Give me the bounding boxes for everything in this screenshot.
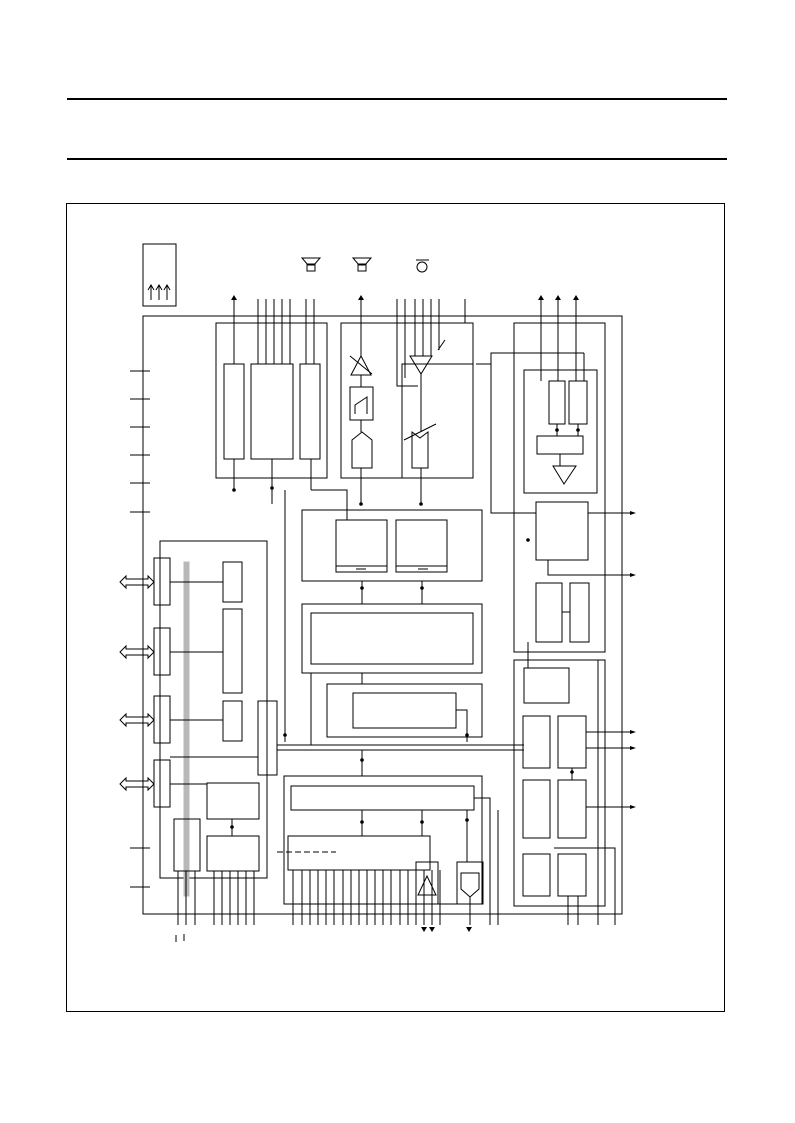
- amplifier-2: [409, 355, 433, 375]
- amplifier-3: [552, 465, 577, 485]
- io-block-3: [222, 700, 243, 742]
- overline-circle-icon: [416, 259, 429, 273]
- bottom-register: [290, 785, 475, 811]
- bottom-right-outer: [513, 659, 606, 907]
- filter-block: [349, 386, 374, 421]
- register-pair-frame: [301, 509, 483, 582]
- block-br5: [557, 779, 587, 839]
- block-br6: [522, 853, 551, 897]
- block-br1: [523, 667, 570, 704]
- block-r4: [535, 501, 589, 561]
- bottom-amp-box: [415, 861, 439, 905]
- register-left: [335, 519, 388, 573]
- io-port-2: [119, 627, 171, 676]
- speaker-icon: [351, 257, 373, 272]
- io-block-5: [206, 835, 260, 872]
- io-block-1: [222, 561, 243, 603]
- memory-core: [352, 692, 457, 729]
- block-br3: [557, 715, 587, 769]
- switch-block: [401, 363, 474, 479]
- block-r1: [548, 380, 566, 425]
- figure-frame: [66, 203, 725, 1012]
- converter-1: [351, 431, 373, 469]
- bottom-decoder: [287, 835, 431, 871]
- header-rule-bottom: [67, 158, 727, 160]
- block-br7: [557, 853, 587, 897]
- block-r5: [535, 582, 563, 643]
- processor-frame: [301, 603, 483, 674]
- io-port-3: [119, 695, 171, 744]
- speaker-icon: [300, 257, 322, 272]
- io-block-6: [173, 818, 201, 872]
- block-r3: [536, 435, 584, 455]
- block-a2: [250, 363, 294, 460]
- block-a1: [223, 363, 245, 460]
- io-bus-shade: [183, 561, 190, 897]
- top-left-group: [215, 322, 328, 479]
- io-port-1: [119, 557, 171, 606]
- register-right: [395, 519, 448, 573]
- block-a3: [299, 363, 321, 460]
- block-r6: [569, 582, 590, 643]
- internal-bus: [277, 744, 524, 751]
- io-block-4: [206, 782, 260, 820]
- io-group-frame: [159, 540, 268, 879]
- amplifier-4: [417, 874, 437, 896]
- io-port-4: [119, 759, 171, 808]
- io-block-2: [222, 608, 243, 694]
- processor-core: [310, 612, 474, 665]
- block-br2: [522, 715, 551, 769]
- bus-bridge: [257, 700, 278, 776]
- memory-frame: [326, 683, 483, 738]
- header-rule-top: [67, 98, 727, 100]
- block-br4: [522, 779, 551, 839]
- arrow-triplet-icon: [142, 243, 177, 307]
- converter-3: [460, 872, 480, 898]
- top-right-inner: [523, 369, 598, 494]
- block-r2: [568, 380, 588, 425]
- converter-2: [411, 431, 429, 469]
- top-right-outer: [513, 322, 606, 653]
